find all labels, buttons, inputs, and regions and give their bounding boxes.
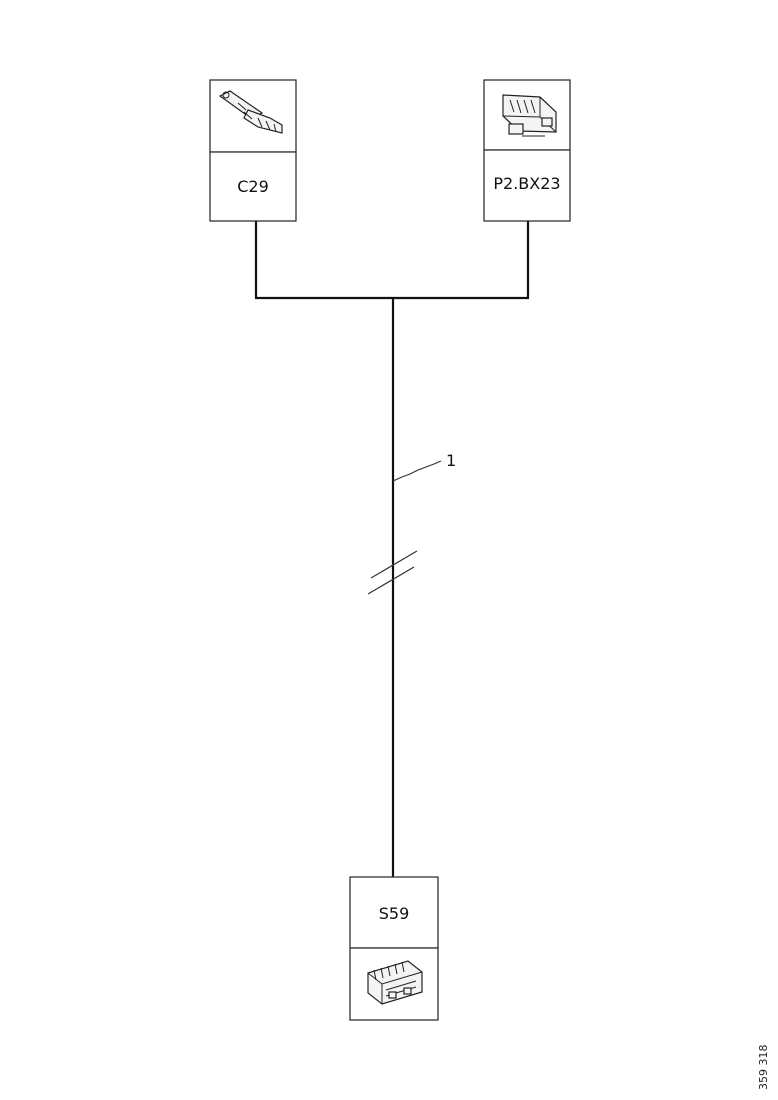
wire-callout: 1 — [392, 451, 456, 482]
c29-label: C29 — [237, 177, 269, 196]
p2bx23-label: P2.BX23 — [493, 174, 560, 193]
component-c29: C29 — [209, 79, 297, 222]
s59-label: S59 — [379, 904, 410, 923]
sensor-connector-icon — [218, 90, 283, 134]
wire-break-mark — [367, 550, 418, 595]
image-reference-number: 359 318 — [757, 1045, 770, 1091]
callout-leader-line — [392, 460, 442, 482]
p2bx23-label-cell — [483, 149, 571, 222]
component-s59: S59 — [349, 876, 439, 1021]
c29-label-cell — [209, 151, 297, 222]
break-line-lower — [367, 566, 415, 595]
break-line-upper — [370, 550, 418, 579]
callout-number: 1 — [446, 451, 456, 470]
switch-connector-icon — [367, 960, 423, 1005]
wire-harness — [254, 221, 530, 878]
multi-pin-connector-icon — [502, 94, 557, 137]
component-p2bx23: P2.BX23 — [483, 79, 571, 222]
